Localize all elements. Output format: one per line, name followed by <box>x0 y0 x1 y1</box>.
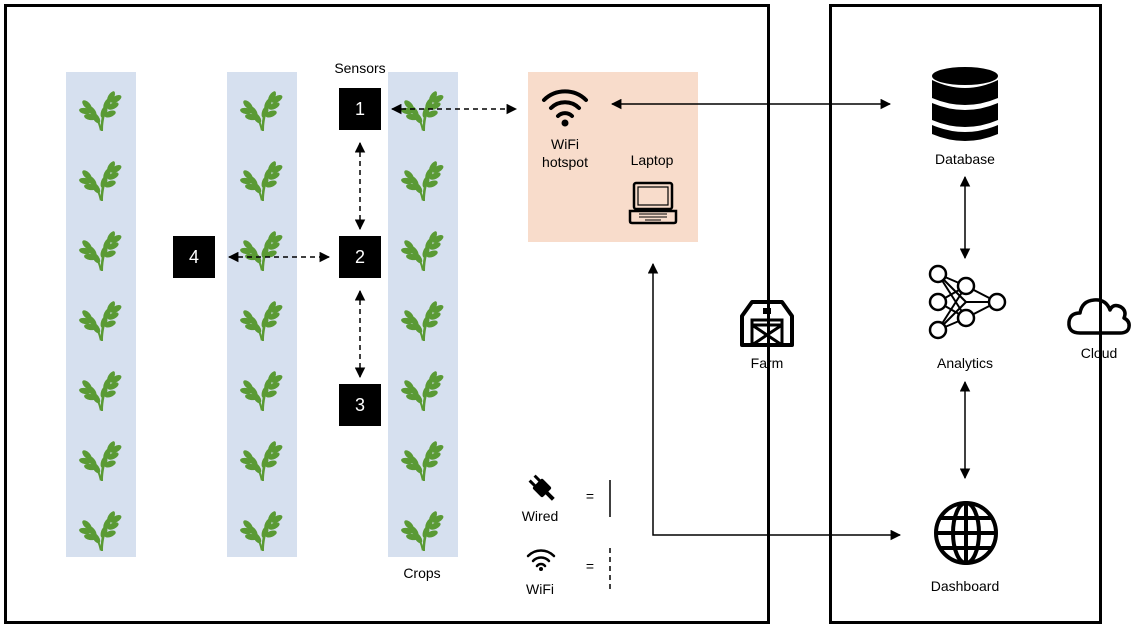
analytics-label: Analytics <box>936 355 994 371</box>
wifi-icon <box>542 89 588 127</box>
crops-label: Crops <box>403 565 441 581</box>
cloud-icon <box>1067 298 1131 335</box>
dashboard-label: Dashboard <box>930 578 1000 594</box>
plug-icon <box>528 474 555 501</box>
wifi-hotspot-label-line1: WiFi <box>551 136 579 152</box>
cloud-label: Cloud <box>1080 345 1118 361</box>
legend-wifi-label: WiFi <box>526 581 554 597</box>
sensor-1[interactable]: 1 <box>339 88 381 130</box>
database-label: Database <box>935 151 995 167</box>
wifi-hotspot-label-line2: hotspot <box>542 154 588 170</box>
database-icon <box>932 67 998 141</box>
laptop-label: Laptop <box>630 152 674 168</box>
legend-wifi-equals: = <box>585 558 595 574</box>
legend-wired-label: Wired <box>521 508 559 524</box>
sensor-3[interactable]: 3 <box>339 384 381 426</box>
link-laptop-dashboard <box>647 262 902 541</box>
wifi-legend-icon <box>526 549 556 571</box>
sensor-2[interactable]: 2 <box>339 236 381 278</box>
globe-icon <box>934 501 998 565</box>
legend-wired-equals: = <box>585 488 595 504</box>
sensor-4[interactable]: 4 <box>173 236 215 278</box>
sensors-label: Sensors <box>334 60 386 76</box>
neural-network-icon <box>928 264 1007 340</box>
laptop-icon <box>628 181 678 225</box>
